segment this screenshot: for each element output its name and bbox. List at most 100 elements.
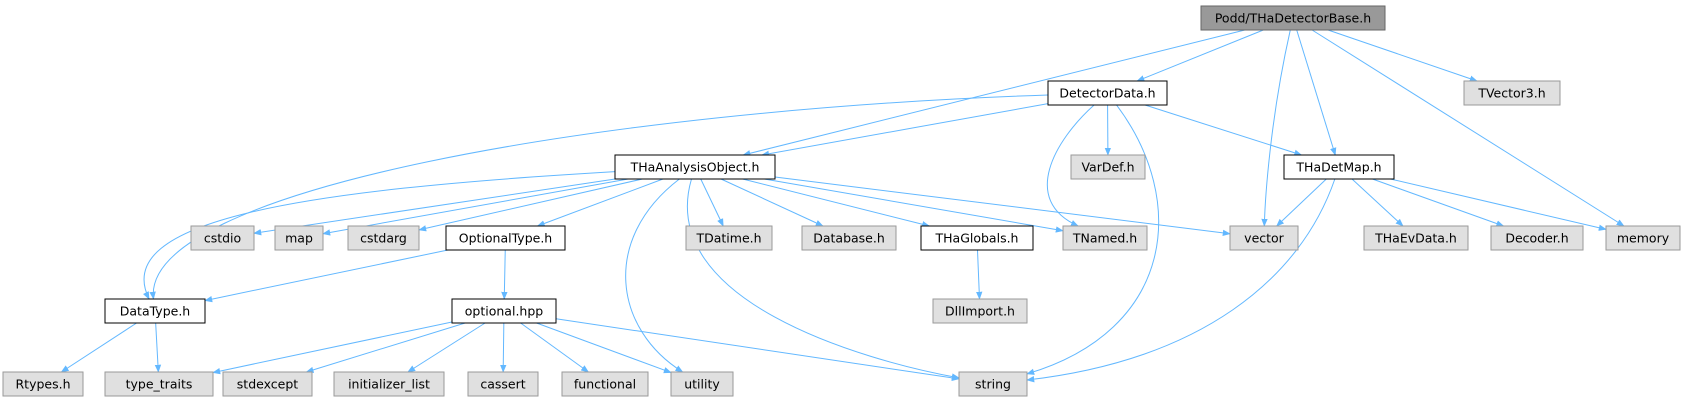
node-analysisobject[interactable]: THaAnalysisObject.h <box>614 154 776 180</box>
edge-analysisobject-to-tnamed <box>764 178 1064 233</box>
edge-root-to-tvector3 <box>1327 29 1478 82</box>
node-box <box>274 225 324 251</box>
node-label: vector <box>1244 231 1285 246</box>
node-box <box>958 371 1028 397</box>
node-memory: memory <box>1605 225 1681 251</box>
node-label: cstdio <box>204 231 241 246</box>
node-box <box>445 225 566 251</box>
node-optionaltype[interactable]: OptionalType.h <box>445 225 566 251</box>
node-box <box>1229 225 1299 251</box>
node-box <box>932 298 1028 324</box>
edge-analysisobject-to-tdatime <box>700 178 724 227</box>
node-label: Database.h <box>813 231 885 246</box>
edge-root-to-analysisobject <box>742 29 1245 157</box>
node-box <box>1605 225 1681 251</box>
node-box <box>222 371 313 397</box>
node-tvector3: TVector3.h <box>1463 80 1561 106</box>
node-box <box>614 154 776 180</box>
node-label: DetectorData.h <box>1059 86 1155 101</box>
node-label: TNamed.h <box>1072 231 1137 246</box>
node-box <box>347 225 420 251</box>
edge-datatype-to-typetraits <box>154 322 162 373</box>
edge-optionalhpp-to-typetraits <box>212 321 453 375</box>
node-label: THaAnalysisObject.h <box>630 160 760 175</box>
node-box <box>561 371 649 397</box>
node-label: DataType.h <box>120 304 190 319</box>
node-box <box>1062 225 1148 251</box>
node-vector: vector <box>1229 225 1299 251</box>
node-box <box>104 371 214 397</box>
node-detmap[interactable]: THaDetMap.h <box>1283 154 1395 180</box>
node-box <box>1200 5 1386 31</box>
node-optionalhpp[interactable]: optional.hpp <box>451 298 557 324</box>
node-box <box>1463 80 1561 106</box>
node-box <box>1363 225 1469 251</box>
edge-detectordata-to-tnamed <box>1046 104 1095 227</box>
edge-analysisobject-to-utility <box>625 178 684 373</box>
edge-root-to-vector <box>1261 29 1291 227</box>
node-utility: utility <box>670 371 734 397</box>
edge-detmap-to-decoder <box>1372 178 1505 227</box>
edge-analysisobject-to-vector <box>774 176 1231 237</box>
node-box <box>670 371 734 397</box>
node-label: OptionalType.h <box>459 231 552 246</box>
node-box <box>1490 225 1584 251</box>
node-root[interactable]: Podd/THaDetectorBase.h <box>1200 5 1386 31</box>
edge-root-to-detmap <box>1296 29 1337 156</box>
edge-root-to-memory <box>1311 29 1625 227</box>
node-datatype[interactable]: DataType.h <box>104 298 206 324</box>
node-label: string <box>975 377 1011 392</box>
node-typetraits: type_traits <box>104 371 214 397</box>
node-globals[interactable]: THaGlobals.h <box>920 225 1034 251</box>
node-tdatime: TDatime.h <box>685 225 773 251</box>
node-box <box>104 298 206 324</box>
node-label: cassert <box>480 377 525 392</box>
edge-analysisobject-to-map <box>322 178 629 236</box>
node-stdexcept: stdexcept <box>222 371 313 397</box>
edge-optionalhpp-to-utility <box>536 322 672 374</box>
edge-detectordata-to-detmap <box>1144 104 1303 156</box>
node-label: optional.hpp <box>465 304 543 319</box>
node-label: initializer_list <box>348 377 430 392</box>
edge-datatype-to-rtypes <box>60 322 137 373</box>
node-detectordata[interactable]: DetectorData.h <box>1047 80 1168 106</box>
node-box <box>333 371 445 397</box>
edge-optionalhpp-to-stdexcept <box>305 322 466 373</box>
node-label: DllImport.h <box>945 304 1015 319</box>
node-label: THaGlobals.h <box>935 231 1019 246</box>
node-map: map <box>274 225 324 251</box>
node-functional: functional <box>561 371 649 397</box>
node-label: Podd/THaDetectorBase.h <box>1215 11 1371 26</box>
node-box <box>451 298 557 324</box>
node-box <box>2 371 84 397</box>
edge-analysisobject-to-string <box>687 178 960 380</box>
edge-analysisobject-to-cstdarg <box>418 178 643 232</box>
edge-detmap-to-memory <box>1390 178 1607 231</box>
node-label: Decoder.h <box>1505 231 1568 246</box>
node-label: TDatime.h <box>695 231 761 246</box>
edge-detmap-to-evdata <box>1351 178 1404 227</box>
node-decoder: Decoder.h <box>1490 225 1584 251</box>
node-label: TVector3.h <box>1477 86 1545 101</box>
node-string: string <box>958 371 1028 397</box>
node-dllimport: DllImport.h <box>932 298 1028 324</box>
edge-analysisobject-to-optionaltype <box>536 178 664 227</box>
edges-layer <box>60 29 1625 383</box>
edge-globals-to-dllimport <box>976 249 983 300</box>
edge-optionalhpp-to-functional <box>520 322 590 373</box>
node-label: functional <box>574 377 636 392</box>
edge-detectordata-to-string <box>1026 104 1160 375</box>
node-initlist: initializer_list <box>333 371 445 397</box>
node-vardef: VarDef.h <box>1070 154 1146 180</box>
node-label: map <box>285 231 313 246</box>
node-box <box>685 225 773 251</box>
node-label: Rtypes.h <box>15 377 70 392</box>
node-box <box>1070 154 1146 180</box>
edge-optionalhpp-to-cassert <box>500 322 507 373</box>
node-label: memory <box>1617 231 1670 246</box>
node-box <box>801 225 897 251</box>
node-box <box>190 225 255 251</box>
node-cstdio: cstdio <box>190 225 255 251</box>
